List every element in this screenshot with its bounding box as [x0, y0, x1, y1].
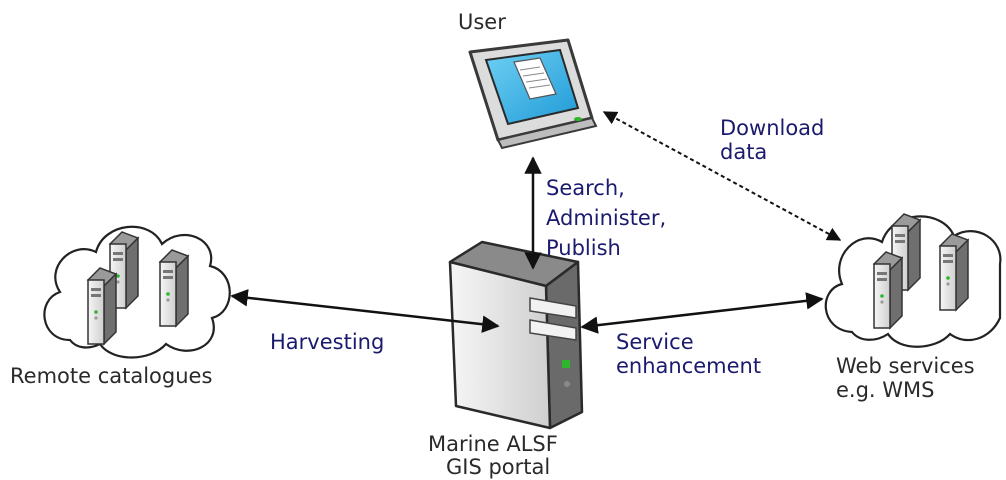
remote-catalogues-label: Remote catalogues: [10, 364, 213, 388]
web-services-label-line1: Web services: [836, 354, 975, 378]
user-label: User: [458, 10, 506, 34]
service-enhancement-label-line2: enhancement: [616, 354, 762, 378]
web-services-cloud: [824, 213, 1002, 348]
search-label-line1: Search,: [546, 176, 625, 200]
edge-download-data: [602, 111, 842, 241]
edge-service-enhancement: [580, 292, 824, 334]
download-data-label-line2: data: [720, 140, 768, 164]
web-services-label-line2: e.g. WMS: [836, 378, 935, 402]
portal-label-line1: Marine ALSF: [428, 432, 558, 456]
remote-catalogues-cloud: [43, 225, 231, 359]
search-label-line3: Publish: [546, 236, 621, 260]
remote-server-2-icon: [159, 249, 189, 327]
edge-harvesting: [230, 289, 500, 333]
service-enhancement-label-line1: Service: [616, 330, 694, 354]
web-server-3-icon: [873, 251, 903, 329]
user-computer-icon: [468, 38, 598, 150]
search-label-line2: Administer,: [546, 206, 667, 230]
harvesting-label: Harvesting: [270, 330, 385, 354]
portal-label-line2: GIS portal: [446, 455, 551, 479]
portal-server-icon: [448, 240, 584, 430]
web-server-2-icon: [939, 233, 969, 311]
remote-server-3-icon: [87, 267, 117, 345]
download-data-label-line1: Download: [720, 116, 825, 140]
